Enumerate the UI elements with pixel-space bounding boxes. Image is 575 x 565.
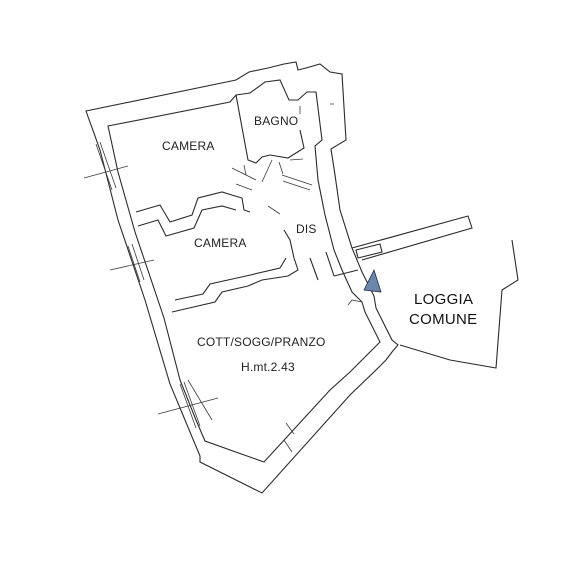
balcony-door [355,243,383,259]
living-partition-inner [174,257,287,301]
perimeter-ticks [283,103,334,453]
loggia-label-line1: LOGGIA [414,291,474,308]
inner-wall [107,79,381,463]
bagno-label: BAGNO [254,114,299,128]
camera-top-label: CAMERA [162,139,215,153]
bagno-door [281,174,313,191]
camera-bottom-label: CAMERA [194,236,247,250]
window-left-2 [109,243,155,283]
balcony-rail [351,215,473,261]
bagno-wall [235,94,305,164]
window-left-1 [83,141,129,191]
camera-door-hint [231,159,281,215]
cott-sogg-pranzo-label: COTT/SOGG/PRANZO [197,335,326,349]
dis-label: DIS [296,222,317,236]
living-partition [171,229,299,313]
bagno-wall-inner [243,158,304,176]
corridor-wall [309,251,359,281]
height-label: H.mt.2.43 [241,360,295,374]
loggia-inner [347,299,363,306]
entrance-triangle-icon [363,268,382,293]
loggia-label-line2: COMUNE [409,311,478,328]
camera-partition-inner [137,205,237,237]
window-left-3 [157,379,219,429]
loggia-outline [399,239,519,369]
outer-wall [85,61,399,494]
camera-partition [135,191,251,223]
